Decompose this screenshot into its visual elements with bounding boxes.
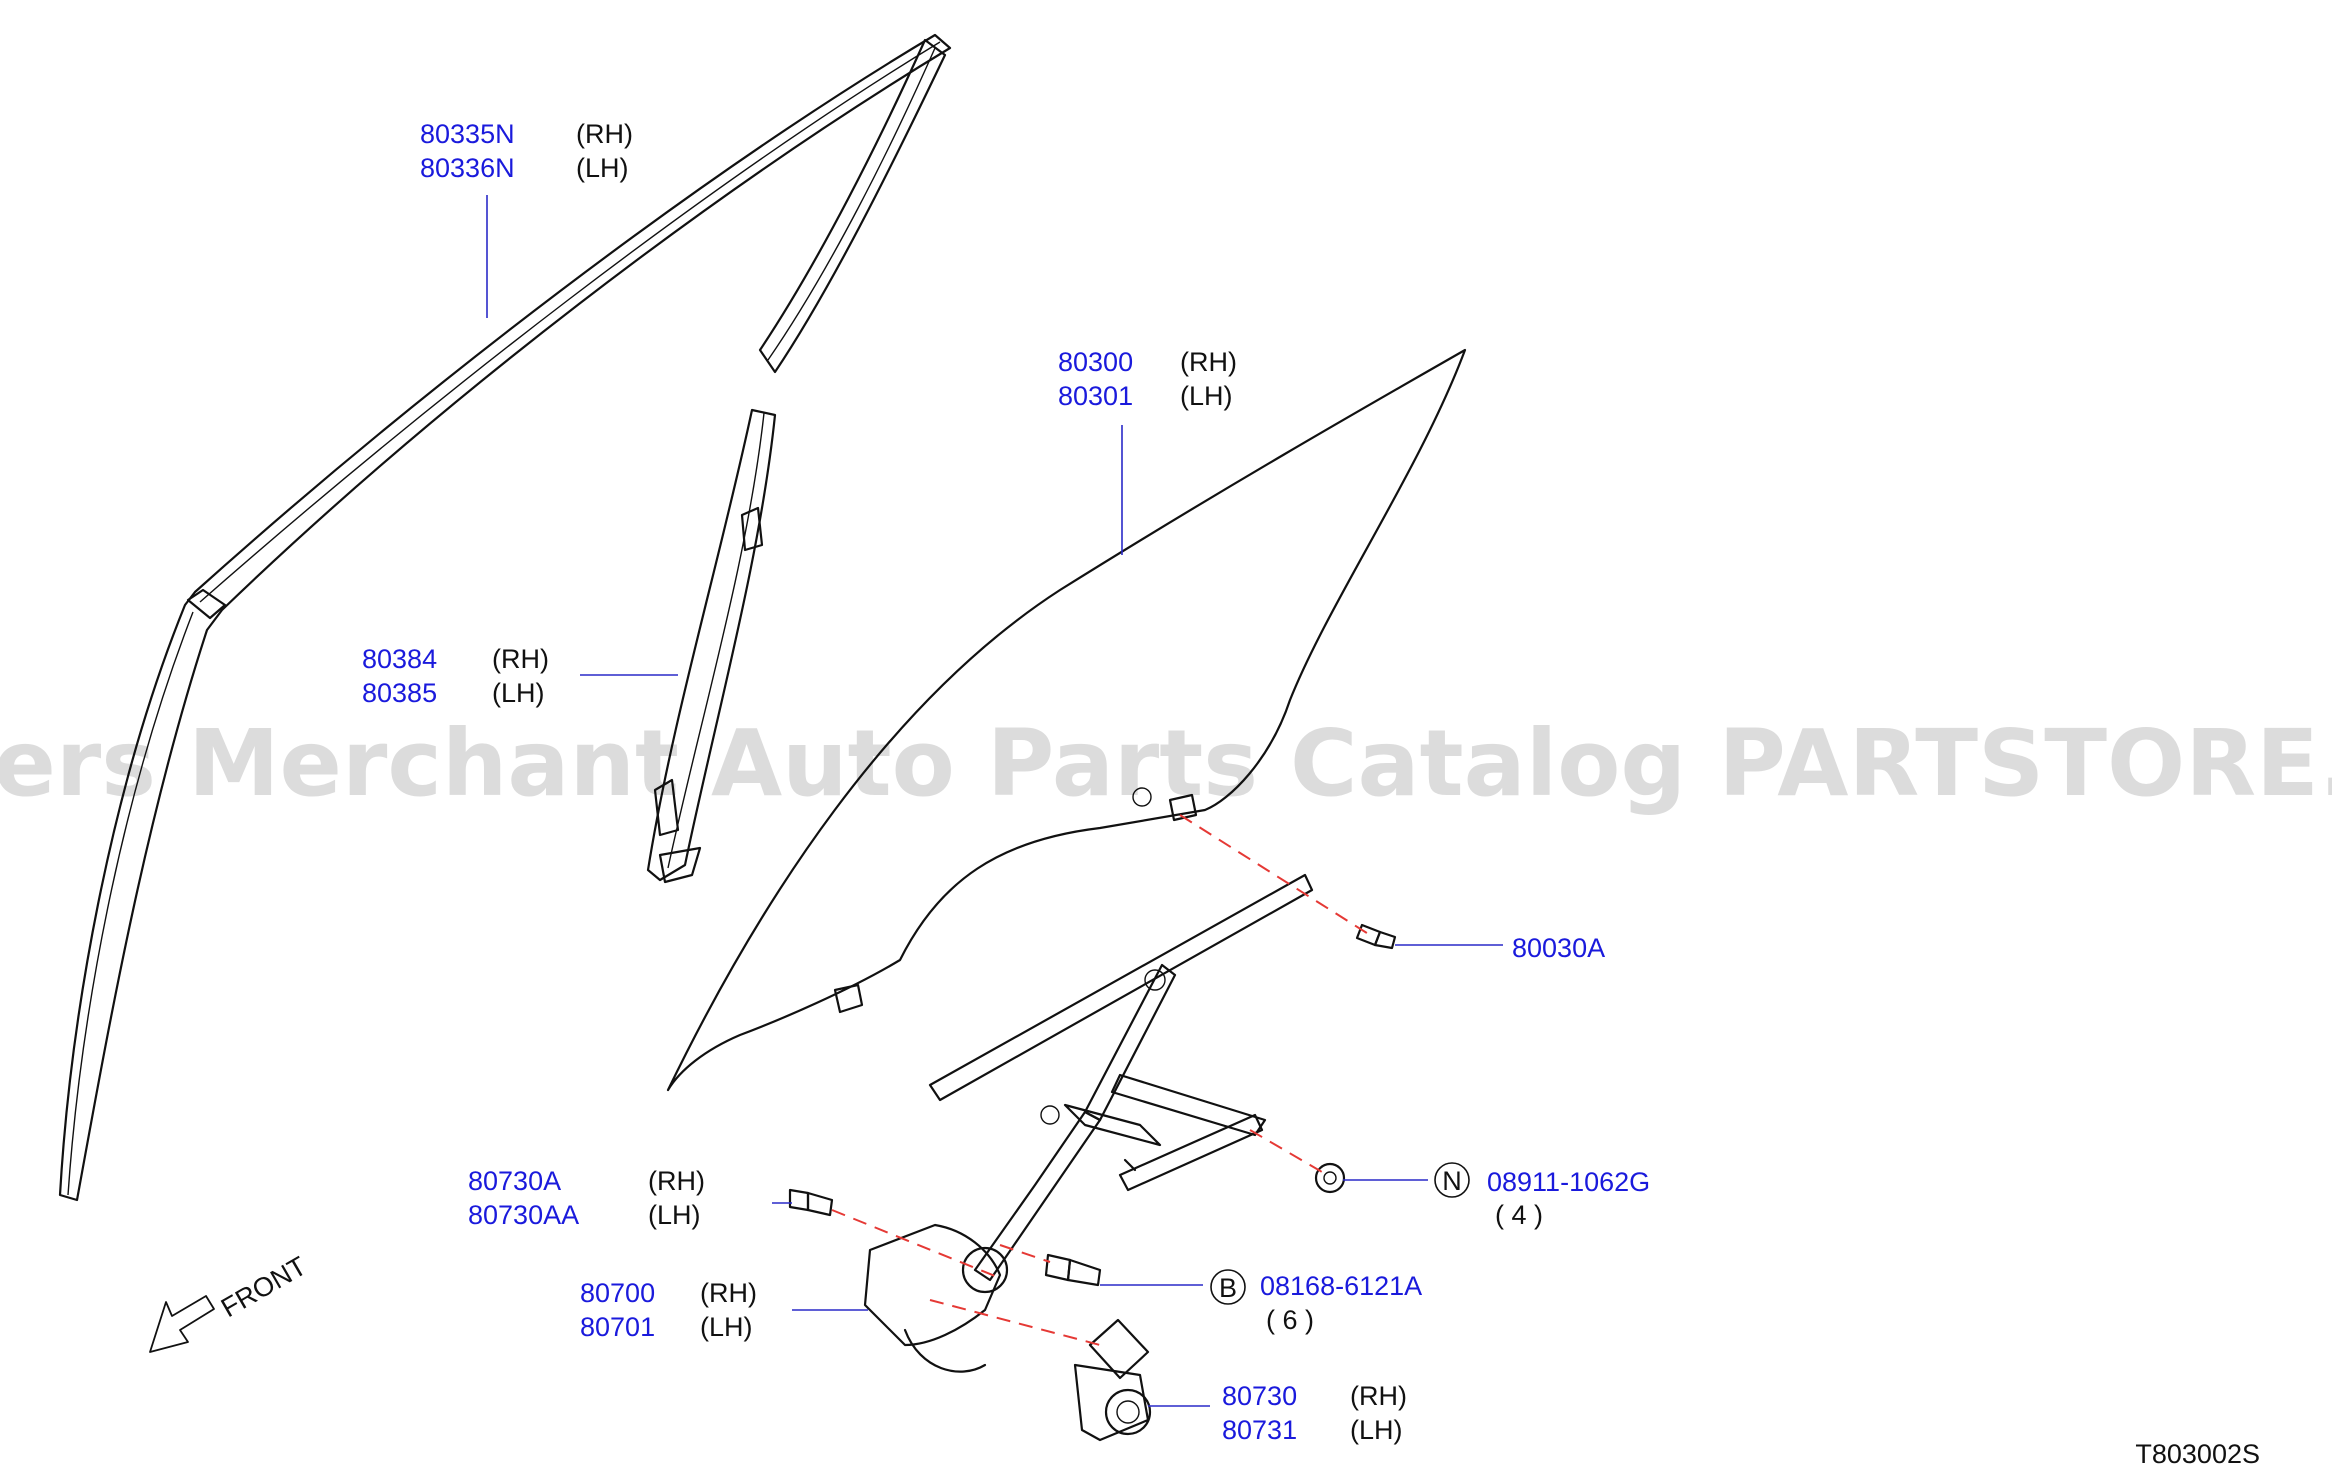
- side-label: (RH): [576, 119, 633, 149]
- side-label: (RH): [1350, 1381, 1407, 1411]
- part-number[interactable]: 80030A: [1512, 933, 1605, 963]
- side-label: (RH): [700, 1278, 757, 1308]
- part-number[interactable]: 80701: [580, 1312, 655, 1342]
- side-label: (LH): [1350, 1415, 1403, 1445]
- motor-bolt[interactable]: [788, 1188, 834, 1217]
- part-number[interactable]: 80700: [580, 1278, 655, 1308]
- callout-regulator[interactable]: 80700 (RH) 80701 (LH): [580, 1278, 757, 1342]
- regulator-bolt[interactable]: [1044, 1253, 1102, 1287]
- side-label: (LH): [576, 153, 629, 183]
- side-label: (LH): [700, 1312, 753, 1342]
- nut[interactable]: [1314, 1162, 1346, 1194]
- diagram-code: T803002S: [2135, 1439, 2260, 1469]
- callout-bolt[interactable]: B 08168-6121A ( 6 ): [1210, 1269, 1422, 1335]
- callout-sash[interactable]: 80335N (RH) 80336N (LH): [420, 119, 633, 183]
- door-glass[interactable]: [666, 348, 1467, 1092]
- quantity: ( 4 ): [1495, 1200, 1543, 1230]
- front-indicator: FRONT: [149, 1251, 312, 1353]
- side-label: (RH): [1180, 347, 1237, 377]
- window-motor[interactable]: [1073, 1318, 1152, 1442]
- callout-motor-bolt[interactable]: 80730A (RH) 80730AA (LH): [468, 1166, 705, 1230]
- front-label: FRONT: [216, 1251, 312, 1323]
- part-number[interactable]: 80336N: [420, 153, 515, 183]
- glass-channel[interactable]: [646, 408, 777, 884]
- side-label: (LH): [648, 1200, 701, 1230]
- badge-letter: N: [1442, 1166, 1462, 1196]
- side-label: (LH): [492, 678, 545, 708]
- side-label: (RH): [492, 644, 549, 674]
- callout-nut[interactable]: N 08911-1062G ( 4 ): [1434, 1162, 1650, 1230]
- side-label: (LH): [1180, 381, 1233, 411]
- part-number[interactable]: 80730A: [468, 1166, 561, 1196]
- window-regulator[interactable]: [863, 873, 1314, 1373]
- part-number[interactable]: 80300: [1058, 347, 1133, 377]
- callout-glass-bolt[interactable]: 80030A: [1512, 933, 1605, 963]
- glass-bolt[interactable]: [1355, 923, 1397, 950]
- part-number[interactable]: 80731: [1222, 1415, 1297, 1445]
- quantity: ( 6 ): [1266, 1305, 1314, 1335]
- part-number[interactable]: 80385: [362, 678, 437, 708]
- part-number[interactable]: 08168-6121A: [1260, 1271, 1422, 1301]
- callout-channel[interactable]: 80384 (RH) 80385 (LH): [362, 644, 549, 708]
- badge-circle: [1210, 1269, 1246, 1305]
- part-number[interactable]: 80335N: [420, 119, 515, 149]
- part-number[interactable]: 80730: [1222, 1381, 1297, 1411]
- callout-motor[interactable]: 80730 (RH) 80731 (LH): [1222, 1381, 1407, 1445]
- front-arrow-icon: [149, 1295, 215, 1353]
- part-number[interactable]: 80384: [362, 644, 437, 674]
- watermark: Offers Merchant Auto Parts Catalog PARTS…: [0, 710, 2332, 817]
- part-number[interactable]: 80301: [1058, 381, 1133, 411]
- door-sash[interactable]: [58, 33, 952, 1202]
- part-number[interactable]: 08911-1062G: [1487, 1167, 1650, 1197]
- badge-circle: [1434, 1162, 1470, 1198]
- badge-letter: B: [1219, 1273, 1237, 1303]
- side-label: (RH): [648, 1166, 705, 1196]
- part-number[interactable]: 80730AA: [468, 1200, 579, 1230]
- callout-glass[interactable]: 80300 (RH) 80301 (LH): [1058, 347, 1237, 411]
